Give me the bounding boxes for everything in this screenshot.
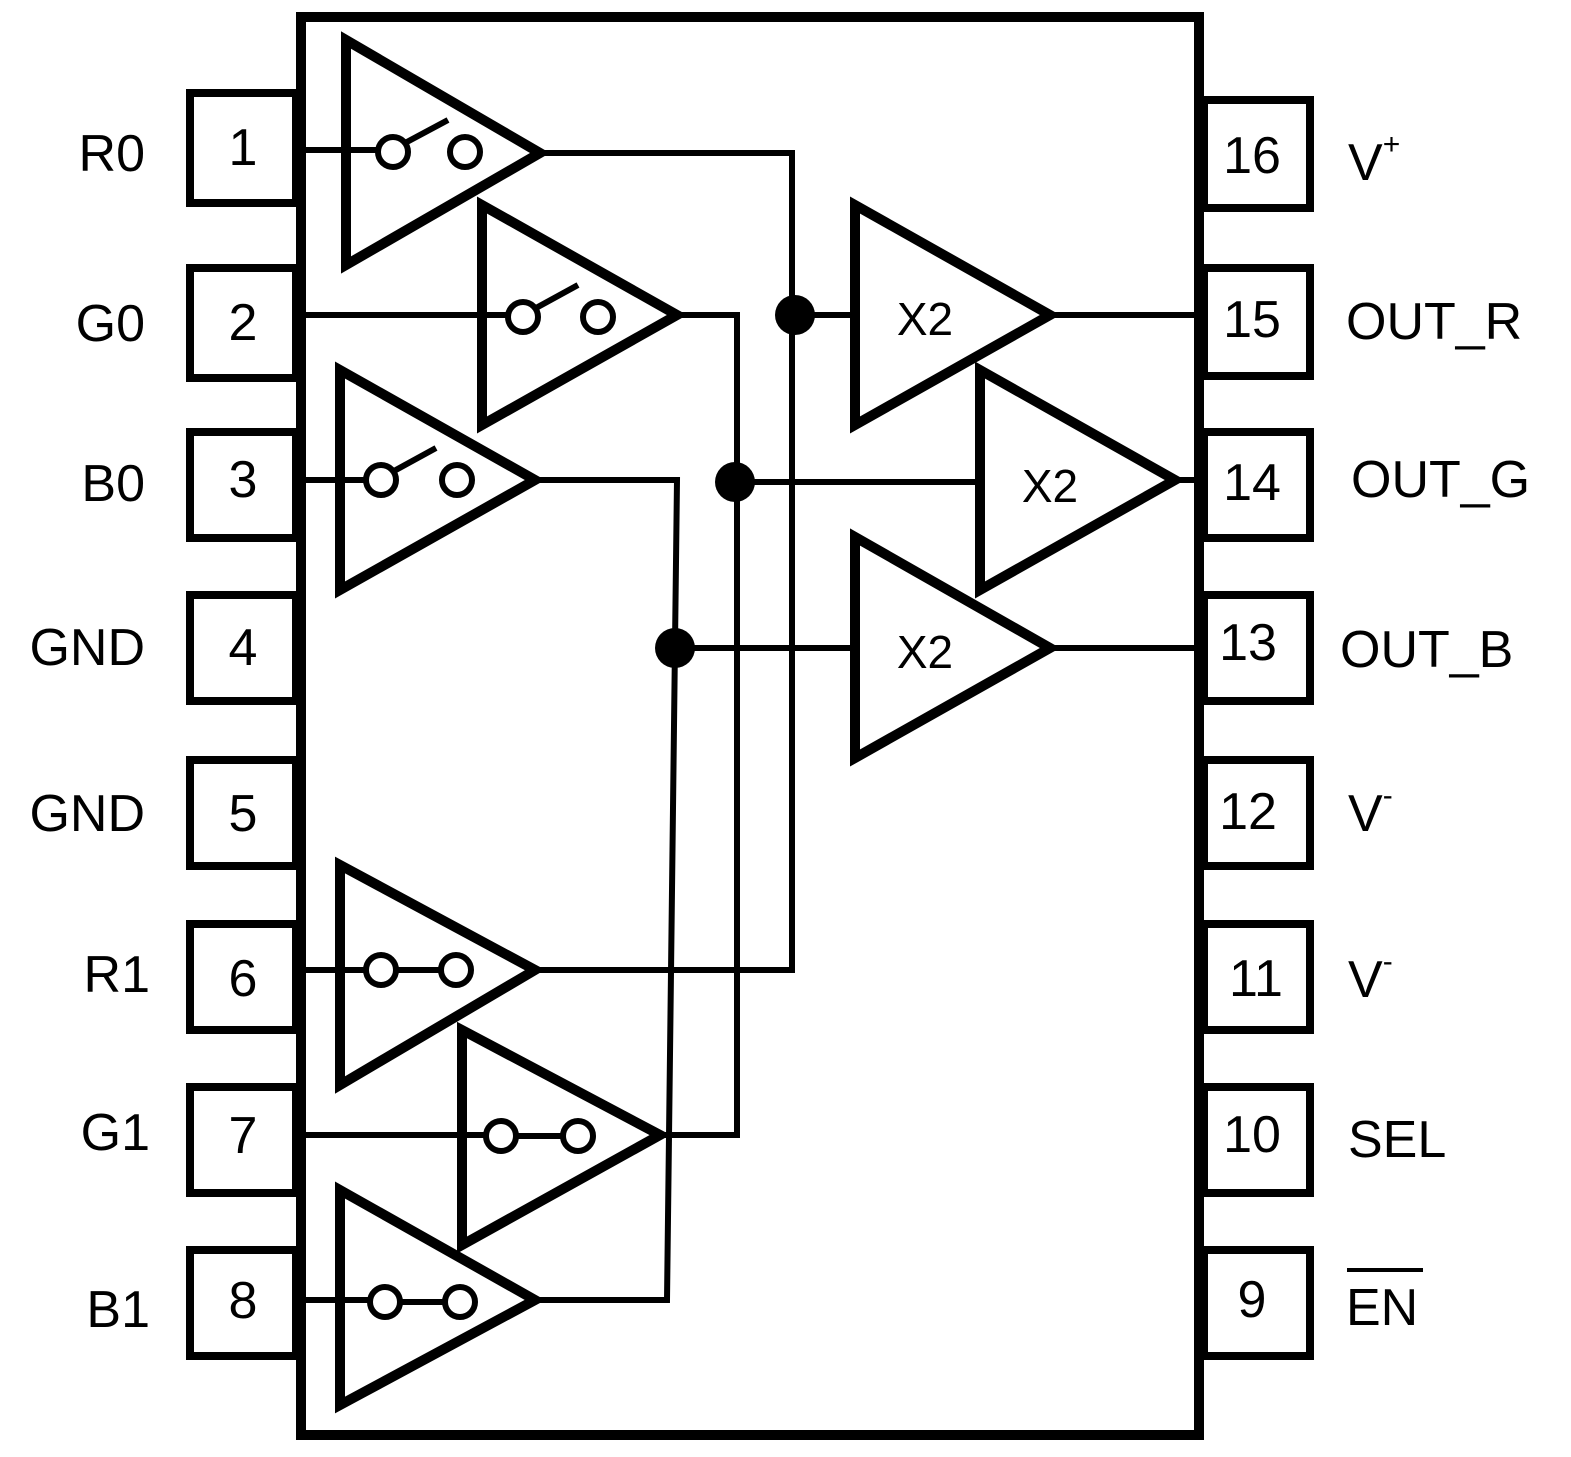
- pin-number-16: 16: [1223, 127, 1281, 185]
- pin-box-12: [1200, 756, 1314, 870]
- amp-label-b: X2: [897, 626, 953, 678]
- right-pin-names: V+ OUT_R OUT_G OUT_B V- V- SEL EN: [1340, 128, 1530, 1337]
- buffer-b1: [335, 1181, 546, 1414]
- pin-name-7: G1: [81, 1104, 150, 1162]
- pin-name-8: B1: [86, 1281, 150, 1339]
- pin-name-1: R0: [79, 125, 145, 183]
- pin-number-13: 13: [1219, 614, 1277, 672]
- pin-name-15: OUT_R: [1346, 293, 1522, 351]
- pin-box-3: [186, 428, 300, 542]
- switch-buffers: [335, 31, 688, 1414]
- pin-number-9: 9: [1238, 1271, 1267, 1329]
- pin-name-14: OUT_G: [1351, 451, 1530, 509]
- pin-box-1: [186, 89, 300, 207]
- pin-box-5: [186, 756, 300, 870]
- pin-name-13: OUT_B: [1340, 621, 1513, 679]
- junctions: [655, 295, 815, 668]
- pin-number-14: 14: [1223, 454, 1281, 512]
- left-pin-boxes: [186, 89, 300, 1360]
- pin-box-6: [186, 920, 300, 1034]
- pin-number-1: 1: [229, 119, 258, 177]
- buffer-r1: [335, 856, 546, 1094]
- pin-box-11: [1200, 920, 1314, 1034]
- pin-number-2: 2: [229, 294, 258, 352]
- pin-number-4: 4: [229, 619, 258, 677]
- pin-number-12: 12: [1219, 783, 1277, 841]
- pin-box-4: [186, 591, 300, 705]
- junction-green: [715, 462, 755, 502]
- junction-blue: [655, 628, 695, 668]
- pin-name-9: EN: [1346, 1279, 1418, 1337]
- buffer-g0: [477, 196, 688, 434]
- pin-name-2: G0: [76, 295, 145, 353]
- ic-body: [296, 12, 1204, 1440]
- pin-box-16: [1200, 96, 1314, 212]
- amp-out-g: [975, 361, 1186, 599]
- pin-number-5: 5: [229, 785, 258, 843]
- pin-number-7: 7: [229, 1107, 258, 1165]
- switch-contacts: [363, 117, 616, 1320]
- pin-name-16: V+: [1348, 128, 1400, 192]
- buffer-g1: [457, 1021, 671, 1254]
- internal-routing: [535, 150, 985, 1303]
- pin-number-10: 10: [1223, 1106, 1281, 1164]
- buffer-r0: [341, 31, 550, 274]
- pin-box-10: [1200, 1083, 1314, 1197]
- pin-box-8: [186, 1246, 300, 1360]
- amp-out-r: [850, 196, 1061, 434]
- right-pin-numbers: 16 15 14 13 12 11 10 9: [1219, 127, 1283, 1329]
- pin-name-4: GND: [29, 619, 145, 677]
- pin-name-12: V-: [1348, 779, 1393, 843]
- pin-number-15: 15: [1223, 291, 1281, 349]
- pin-number-8: 8: [229, 1272, 258, 1330]
- pin-name-3: B0: [81, 455, 145, 513]
- buffer-b0: [335, 361, 546, 599]
- pin-number-3: 3: [229, 451, 258, 509]
- pin-box-2: [186, 264, 300, 382]
- left-pin-names: R0 G0 B0 GND GND R1 G1 B1: [29, 125, 150, 1339]
- pin-name-6: R1: [84, 946, 150, 1004]
- amp-label-r: X2: [897, 293, 953, 345]
- pin-box-9: [1200, 1246, 1314, 1360]
- left-pin-numbers: 1 2 3 4 5 6 7 8: [229, 119, 258, 1330]
- pin-name-10: SEL: [1348, 1111, 1446, 1169]
- pin-box-13: [1200, 591, 1314, 705]
- right-pin-boxes: [1200, 96, 1314, 1360]
- amp-label-g: X2: [1022, 460, 1078, 512]
- pin-name-5: GND: [29, 785, 145, 843]
- junction-red: [775, 295, 815, 335]
- pin-box-7: [186, 1083, 300, 1197]
- pin-box-15: [1200, 264, 1314, 380]
- output-amplifiers: X2 X2 X2: [850, 196, 1199, 767]
- pin-number-6: 6: [229, 950, 258, 1008]
- pin-number-11: 11: [1229, 950, 1283, 1008]
- pin-name-11: V-: [1348, 945, 1393, 1009]
- pin-box-14: [1200, 428, 1314, 542]
- amp-out-b: [850, 528, 1061, 767]
